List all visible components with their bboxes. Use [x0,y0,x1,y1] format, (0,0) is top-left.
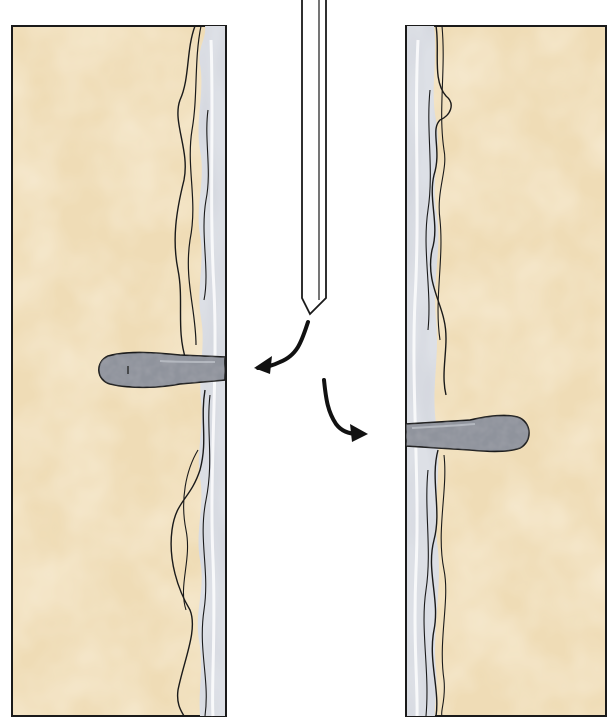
curved-arrow-left-icon [254,322,308,374]
curved-arrow-right-icon [324,380,368,442]
left-anchor [99,352,225,387]
drill-probe [302,0,326,314]
